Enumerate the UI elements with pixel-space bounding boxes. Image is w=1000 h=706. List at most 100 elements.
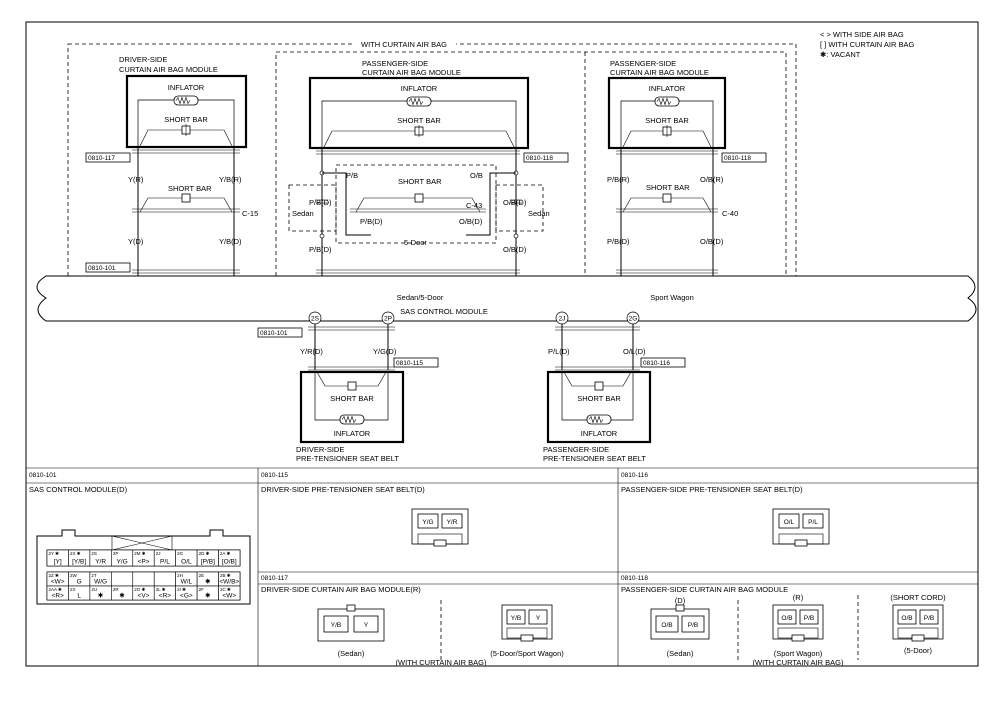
svg-text:Y/B: Y/B bbox=[331, 622, 341, 629]
legend-vacant: ✱: VACANT bbox=[820, 50, 861, 59]
wire-pbd-inner: P/B(D) bbox=[360, 217, 383, 226]
conn-0810-101-bottom-label: 0810-101 bbox=[260, 330, 288, 337]
sas-pin-cell: 2Y ✱[Y] bbox=[46, 549, 69, 567]
sas-pin-wire: ✱ bbox=[205, 593, 210, 600]
sas-pin-wire: [O/B] bbox=[222, 559, 237, 566]
svg-text:O/B: O/B bbox=[781, 615, 792, 622]
sas-pin-wire: <W/B> bbox=[219, 579, 239, 586]
panel-118-r: (R) bbox=[793, 593, 804, 602]
sas-pin-cell: 2AA ✱<R> bbox=[46, 585, 69, 601]
wire-ol-d: O/L(D) bbox=[623, 347, 646, 356]
wire-ob-r: O/B(R) bbox=[700, 175, 724, 184]
sas-pin-number: 2L ✱ bbox=[156, 587, 166, 592]
svg-text:Y/G: Y/G bbox=[422, 519, 433, 526]
sas-pin-cell: 2E✱ bbox=[196, 571, 219, 587]
pass-pretensioner-inflator: INFLATOR bbox=[581, 429, 618, 438]
sas-pin-number: 2O ✱ bbox=[134, 587, 145, 592]
driver-curtain-title-2: CURTAIN AIR BAG MODULE bbox=[119, 65, 218, 74]
sport-wagon-label: Sport Wagon bbox=[650, 293, 694, 302]
sas-pin-number: 2AA ✱ bbox=[49, 587, 63, 592]
c40-shortbar-label: SHORT BAR bbox=[646, 183, 690, 192]
sas-pin-cell: 2D ✱[P/B] bbox=[196, 549, 219, 567]
conn-0810-116-label: 0810-116 bbox=[643, 360, 670, 367]
pass-curtain-right-title-2: CURTAIN AIR BAG MODULE bbox=[610, 68, 709, 77]
conn-0810-116 bbox=[640, 357, 686, 368]
sas-pin-cell: 2Z ✱<W> bbox=[46, 571, 69, 587]
driver-curtain-inflator-label: INFLATOR bbox=[168, 83, 205, 92]
sas-pin-number: 2F bbox=[199, 587, 205, 592]
sas-pin-number: 2E bbox=[199, 573, 205, 578]
panel-117-wagon: (5-Door/Sport Wagon) bbox=[490, 649, 564, 658]
driver-pretensioner-inflator: INFLATOR bbox=[334, 429, 371, 438]
wire-y-r: Y(R) bbox=[128, 175, 144, 184]
panel-118-sedan: (Sedan) bbox=[667, 649, 694, 658]
conn-0810-117-label: 0810-117 bbox=[88, 155, 115, 162]
connector-panel-grid bbox=[26, 467, 978, 666]
sas-pin-wire: <R> bbox=[52, 593, 64, 600]
sedan-left-frame bbox=[288, 184, 337, 232]
pass-curtain-right-inflator-label: INFLATOR bbox=[649, 84, 686, 93]
panel-101-code: 0810-101 bbox=[29, 472, 57, 479]
pass-pretensioner-shortbar: SHORT BAR bbox=[577, 394, 621, 403]
pass-curtain-mid-title-2: CURTAIN AIR BAG MODULE bbox=[362, 68, 461, 77]
sas-pin-cell: 2R✱ bbox=[111, 585, 134, 601]
sas-pin-wire: <W> bbox=[51, 579, 65, 586]
connector-115-face: Y/G Y/R bbox=[411, 508, 469, 547]
sas-pin-wire: P/L bbox=[160, 559, 170, 566]
driver-curtain-title-1: DRIVER-SIDE bbox=[119, 55, 167, 64]
c15-label: C-15 bbox=[242, 209, 258, 218]
connector-117-wagon-face: Y/B Y bbox=[501, 604, 553, 642]
wire-pb-d: P/B(D) bbox=[607, 237, 630, 246]
conn-0810-118-mid-label: 0810-118 bbox=[526, 155, 553, 162]
sas-pin-number: 2A ✱ bbox=[220, 551, 231, 556]
sas-pin-cell bbox=[153, 571, 176, 587]
svg-text:2P: 2P bbox=[384, 316, 392, 323]
sas-pin-cell: 2O ✱<V> bbox=[132, 585, 155, 601]
sas-pin-number: 2Z ✱ bbox=[49, 573, 60, 578]
sas-pin-cell: 2GO/L bbox=[175, 549, 198, 567]
sedan-5door-label: Sedan/5-Door bbox=[397, 293, 444, 302]
panel-118-code: 0810-118 bbox=[621, 575, 648, 582]
connector-118-wagon-face: O/B P/B bbox=[772, 604, 824, 642]
svg-text:P/B: P/B bbox=[924, 615, 934, 622]
pass-curtain-mid-inflator-label: INFLATOR bbox=[401, 84, 438, 93]
sas-pin-number: 2U bbox=[91, 587, 97, 592]
svg-text:2S: 2S bbox=[311, 316, 320, 323]
sas-pin-wire: Y/G bbox=[116, 559, 127, 566]
sas-pin-cell: 2WG bbox=[68, 571, 91, 587]
sas-pin-cell: 2TW/G bbox=[89, 571, 112, 587]
sas-pin-wire: <V> bbox=[138, 593, 150, 600]
conn-0810-117 bbox=[85, 152, 131, 163]
wire-pbd-sedan: P/B(D) bbox=[309, 198, 332, 207]
sas-pin-wire: <P> bbox=[138, 559, 150, 566]
svg-text:O/B: O/B bbox=[901, 615, 912, 622]
connector-118-sedan-face: O/B P/B bbox=[650, 604, 710, 640]
connector-118-short-face: O/B P/B bbox=[892, 604, 944, 642]
page-frame bbox=[25, 21, 979, 667]
connector-117-sedan-face: Y/B Y bbox=[317, 604, 385, 642]
sas-control-module-bar bbox=[36, 275, 977, 322]
sas-pin-number: 2P bbox=[113, 551, 119, 556]
sas-pin-cell: 2C ✱<W> bbox=[218, 585, 241, 601]
sas-control-module-label: SAS CONTROL MODULE bbox=[400, 307, 488, 316]
driver-pretensioner-shortbar: SHORT BAR bbox=[330, 394, 374, 403]
sas-pin-wire: <W> bbox=[222, 593, 236, 600]
wire-obd-sedan: O/B(D) bbox=[503, 198, 527, 207]
wire-ob: O/B bbox=[470, 171, 483, 180]
wire-pl-d: P/L(D) bbox=[548, 347, 570, 356]
conn-0810-115 bbox=[393, 357, 439, 368]
panel-117-title: DRIVER-SIDE CURTAIN AIR BAG MODULE(R) bbox=[261, 585, 421, 594]
sas-pin-wire: [Y] bbox=[54, 559, 62, 566]
sas-pin-cell: 2HW/L bbox=[175, 571, 198, 587]
c43-label: C-43 bbox=[466, 201, 482, 210]
wire-obd-inner: O/B(D) bbox=[459, 217, 483, 226]
legend-curtain: [ ] WITH CURTAIN AIR BAG bbox=[820, 40, 914, 49]
panel-116-code: 0810-116 bbox=[621, 472, 648, 479]
wire-pbd-bottom: P/B(D) bbox=[309, 245, 332, 254]
driver-curtain-shortbar-label: SHORT BAR bbox=[164, 115, 208, 124]
sas-pin-wire: [P/B] bbox=[201, 559, 215, 566]
sas-pin-cell: 2U✱ bbox=[89, 585, 112, 601]
five-door-label: 5-Door bbox=[404, 238, 427, 247]
panel-116-title: PASSENGER-SIDE PRE-TENSIONER SEAT BELT(D… bbox=[621, 485, 803, 494]
sas-pin-cell: 2B ✱<W/B> bbox=[218, 571, 241, 587]
